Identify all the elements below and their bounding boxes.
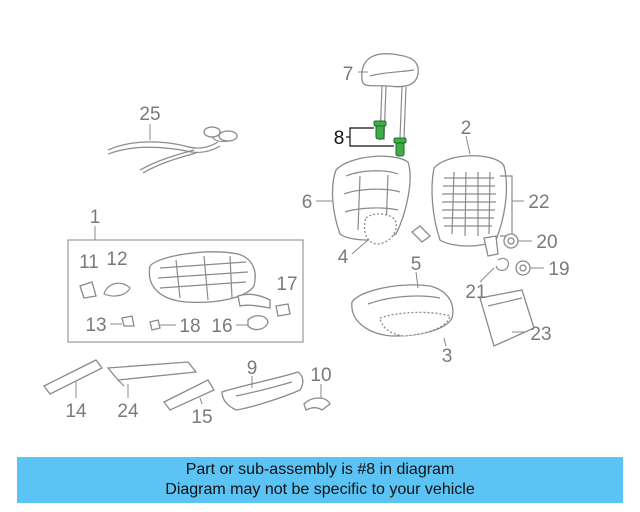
callout-14: 14	[65, 401, 87, 422]
panel-part-24	[106, 361, 198, 387]
callout-8-bracket	[346, 127, 394, 147]
callout-19: 19	[548, 259, 569, 280]
callout-25: 25	[139, 104, 160, 125]
seat-back-frame-part-2	[411, 155, 513, 257]
parts-diagram: 1 2 3 4 5 6 7 8 9 10 11 12 13 14 15 16 1…	[43, 53, 570, 428]
info-banner: Part or sub-assembly is #8 in diagram Di…	[17, 457, 623, 503]
callout-1: 1	[90, 207, 101, 228]
banner-line-part-number: Part or sub-assembly is #8 in diagram	[185, 461, 455, 478]
harness-part-25	[107, 126, 238, 174]
motor-part-16	[247, 315, 269, 331]
clip-part-17	[275, 303, 291, 317]
callout-12: 12	[106, 249, 127, 270]
clip-part-13	[121, 315, 135, 327]
guide-fastener-part-8	[373, 120, 407, 157]
callout-9: 9	[247, 358, 258, 379]
knob-part-20	[503, 233, 519, 249]
callout-18: 18	[179, 316, 200, 337]
clip-part-21	[495, 257, 509, 272]
seat-back-part-6	[331, 155, 411, 245]
banner-line-disclaimer: Diagram may not be specific to your vehi…	[165, 481, 475, 498]
seat-frame-group-part-1	[67, 226, 304, 343]
callout-17: 17	[276, 274, 297, 295]
cable-part-12	[103, 282, 131, 297]
callout-15: 15	[191, 407, 212, 428]
callout-4: 4	[338, 247, 349, 268]
callout-22: 22	[528, 192, 549, 213]
callout-13: 13	[85, 315, 106, 336]
headrest-part-7	[361, 53, 419, 141]
callout-6: 6	[302, 192, 313, 213]
callout-16: 16	[211, 316, 232, 337]
rail-cover-part-15	[163, 379, 215, 411]
callout-11: 11	[79, 252, 99, 273]
callout-23: 23	[530, 324, 551, 345]
callout-3: 3	[442, 346, 453, 367]
clip-part-18	[149, 319, 161, 331]
seat-cushion-part-5	[351, 284, 454, 337]
callout-20: 20	[536, 232, 557, 253]
bracket-part-11	[79, 281, 97, 299]
callout-7: 7	[343, 64, 354, 85]
trim-strip-part-14	[43, 359, 103, 395]
recliner-knob-part-19	[515, 260, 531, 276]
side-shield-part-9	[221, 371, 304, 411]
callout-labels: 1 2 3 4 5 6 7 8 9 10 11 12 13 14 15 16 1…	[65, 64, 569, 428]
callout-21: 21	[465, 282, 486, 303]
pad-part-23	[479, 289, 535, 347]
callout-5: 5	[411, 254, 422, 275]
callout-24: 24	[117, 401, 139, 422]
callout-10: 10	[310, 365, 331, 386]
callout-2: 2	[461, 118, 472, 139]
handle-part-10	[303, 397, 331, 411]
callout-8: 8	[334, 128, 345, 149]
